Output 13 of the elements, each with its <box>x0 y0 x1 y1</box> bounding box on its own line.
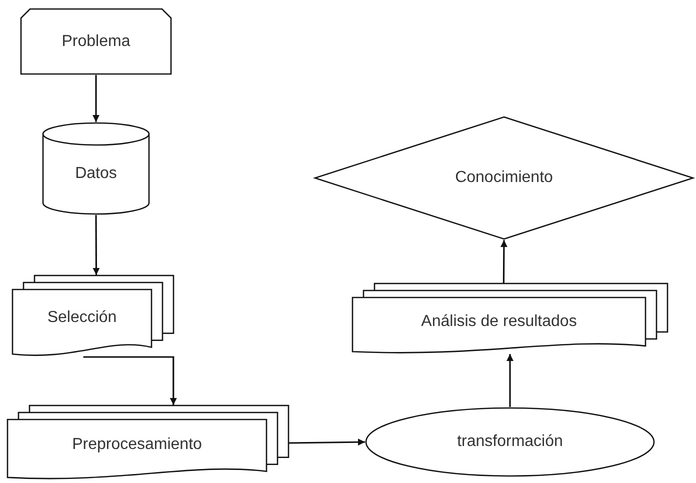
node-label: Problema <box>62 32 130 52</box>
arrow <box>506 354 514 407</box>
arrow <box>83 356 177 405</box>
node-label: transformación <box>457 432 563 452</box>
node-label: Conocimiento <box>455 168 553 188</box>
node-label: Análisis de resultados <box>421 312 577 332</box>
arrow <box>288 438 366 446</box>
node-label: Selección <box>47 308 117 328</box>
arrow <box>500 240 508 283</box>
arrow <box>92 75 100 122</box>
arrow <box>92 215 100 275</box>
node-label: Preprocesamiento <box>72 435 202 456</box>
node-label: Datos <box>75 164 117 184</box>
